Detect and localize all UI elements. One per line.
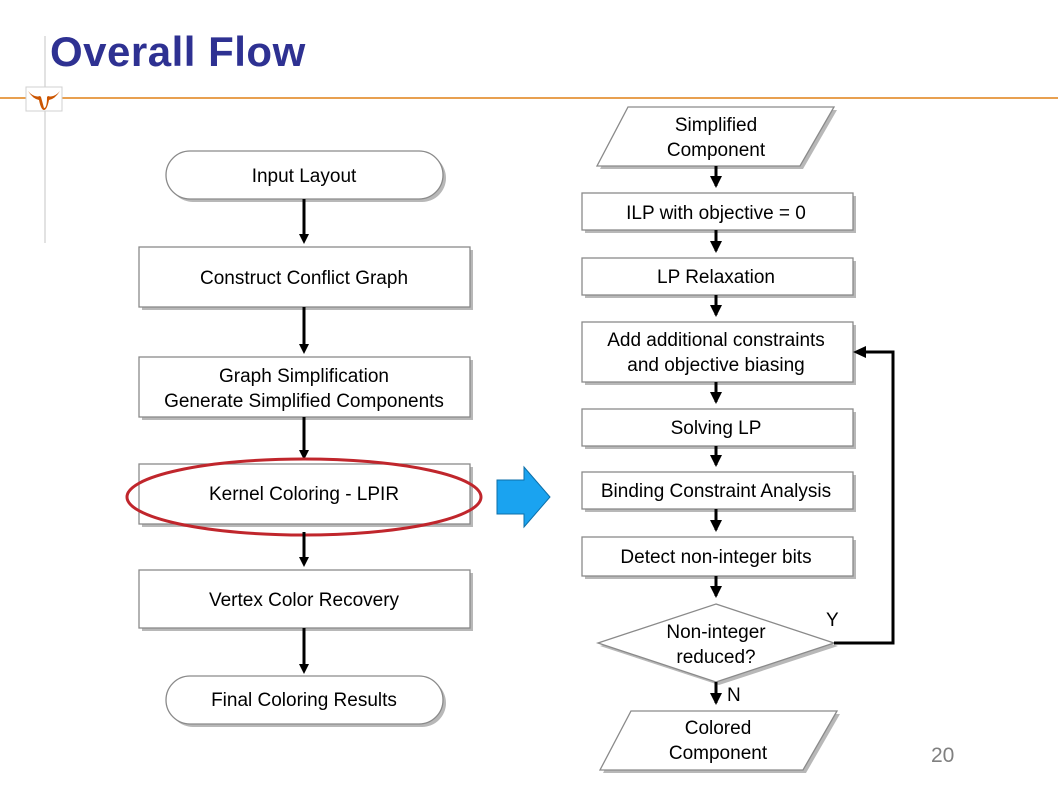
label-yes: Y <box>826 610 839 631</box>
node-add-constraints-line2: and objective biasing <box>627 355 804 376</box>
node-simplification-line2: Generate Simplified Components <box>164 391 444 412</box>
node-final-results-label: Final Coloring Results <box>211 690 397 711</box>
label-no: N <box>727 685 741 706</box>
node-simplified-line2: Component <box>667 140 766 161</box>
transition-arrow-icon <box>496 465 551 529</box>
node-colored-component: Colored Component <box>598 710 840 773</box>
node-lp-relaxation: LP Relaxation <box>581 257 856 298</box>
node-colored-line1: Colored <box>685 718 752 739</box>
node-colored-line2: Component <box>669 743 768 764</box>
node-solving-lp-label: Solving LP <box>671 418 762 439</box>
node-ilp-label: ILP with objective = 0 <box>626 203 806 224</box>
node-vertex-recovery: Vertex Color Recovery <box>138 569 473 631</box>
node-construct-graph-label: Construct Conflict Graph <box>200 268 408 289</box>
node-final-results: Final Coloring Results <box>165 675 446 727</box>
node-binding-analysis-label: Binding Constraint Analysis <box>601 481 831 502</box>
node-vertex-recovery-label: Vertex Color Recovery <box>209 590 400 611</box>
node-construct-graph: Construct Conflict Graph <box>138 246 473 310</box>
node-simplified-component: Simplified Component <box>595 106 837 169</box>
right-flowchart: Simplified Component ILP with objective … <box>581 106 895 773</box>
node-detect-bits-label: Detect non-integer bits <box>620 547 811 568</box>
node-input-layout: Input Layout <box>165 150 446 202</box>
node-simplified-line1: Simplified <box>675 115 757 136</box>
arrow-loop-yes <box>834 350 895 645</box>
left-flowchart: Input Layout Construct Conflict Graph Gr… <box>125 150 483 727</box>
node-solving-lp: Solving LP <box>581 408 856 449</box>
node-add-constraints: Add additional constraints and objective… <box>581 321 856 385</box>
longhorn-logo-icon <box>25 86 63 112</box>
node-detect-bits: Detect non-integer bits <box>581 536 856 579</box>
node-kernel-coloring: Kernel Coloring - LPIR <box>138 463 473 527</box>
header-decoration <box>0 36 1058 243</box>
arrow-loop-yes-head <box>853 346 866 358</box>
node-decision-line1: Non-integer <box>666 622 766 643</box>
page-number: 20 <box>931 744 955 767</box>
node-binding-analysis: Binding Constraint Analysis <box>581 471 856 512</box>
node-decision: Non-integer reduced? <box>595 603 838 685</box>
node-decision-line2: reduced? <box>676 647 755 668</box>
node-simplification-line1: Graph Simplification <box>219 366 389 387</box>
node-lp-relaxation-label: LP Relaxation <box>657 267 775 288</box>
node-kernel-coloring-label: Kernel Coloring - LPIR <box>209 484 399 505</box>
node-graph-simplification: Graph Simplification Generate Simplified… <box>138 356 473 420</box>
node-ilp: ILP with objective = 0 <box>581 192 856 233</box>
slide-title: Overall Flow <box>50 28 306 75</box>
node-input-layout-label: Input Layout <box>252 166 357 187</box>
node-add-constraints-line1: Add additional constraints <box>607 330 825 351</box>
